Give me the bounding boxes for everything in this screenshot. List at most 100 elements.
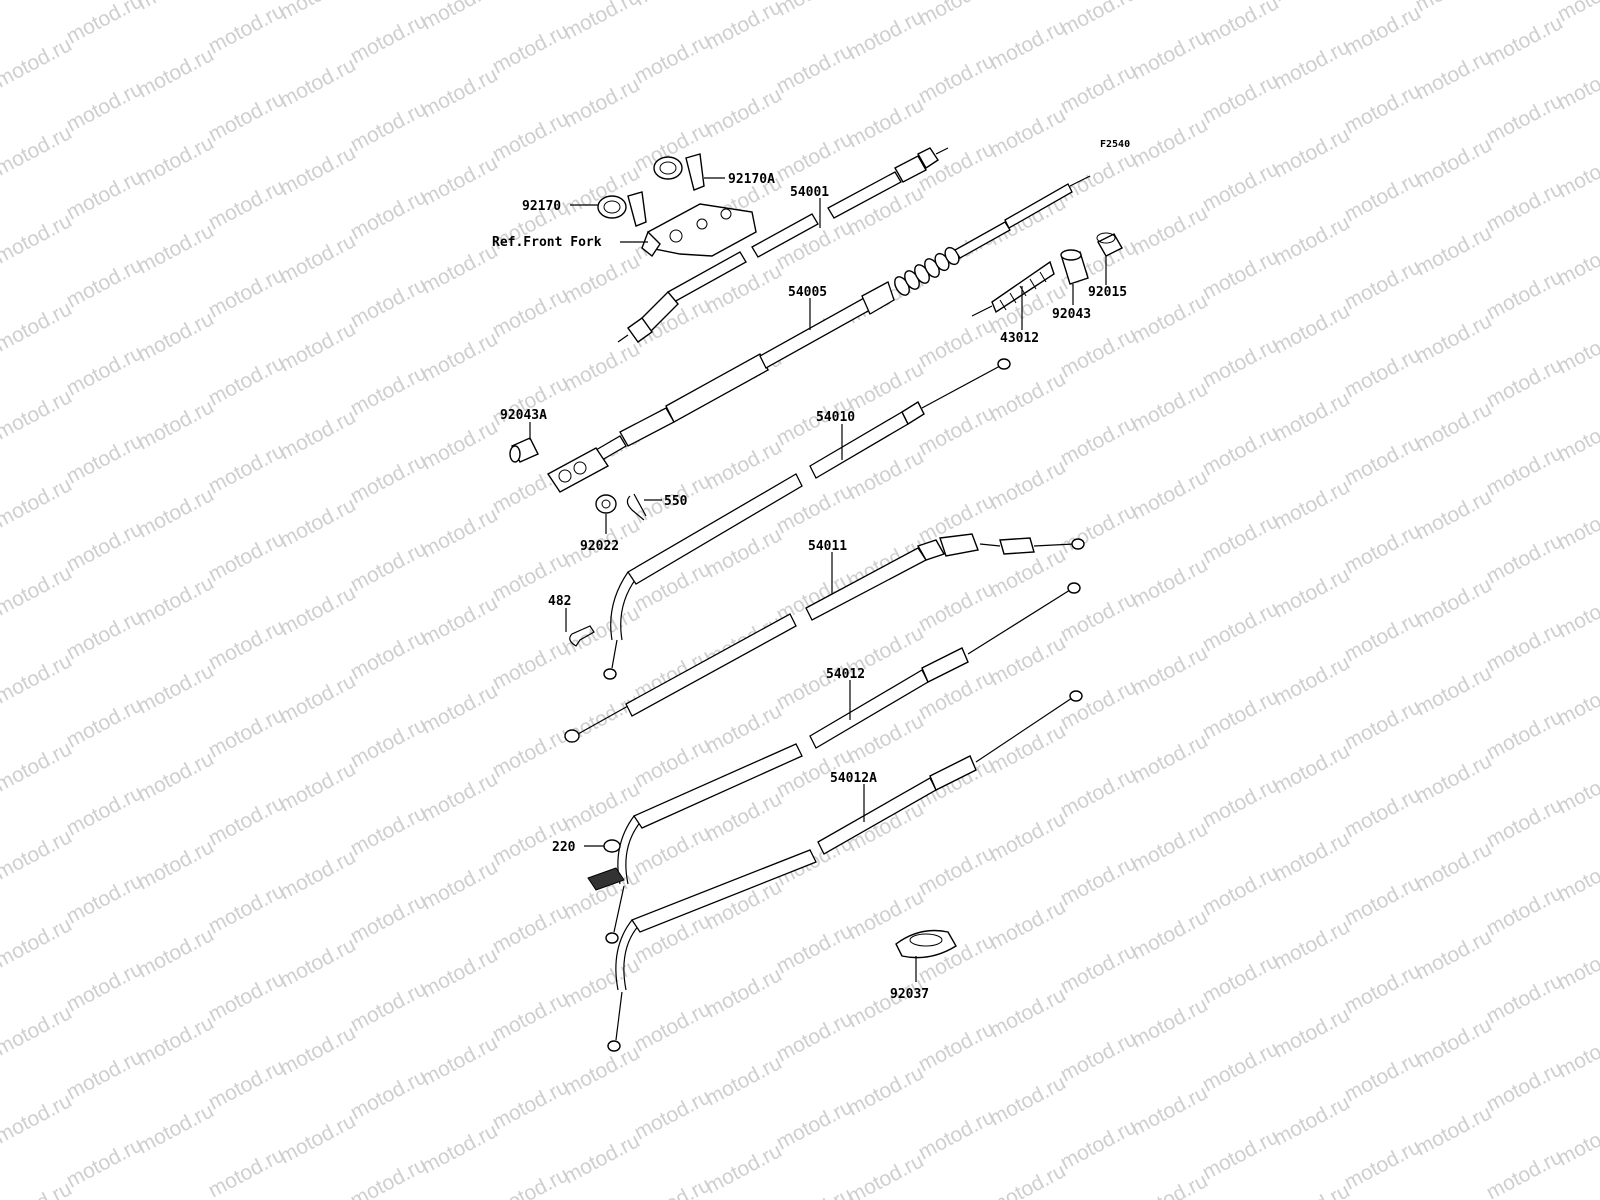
part-54010-cable[interactable] <box>603 358 1011 680</box>
watermark-text: motod.ru <box>205 1055 289 1114</box>
watermark-text: motod.ru <box>915 1017 999 1076</box>
watermark-text: motod.ru <box>1483 529 1567 588</box>
watermark-text: motod.ru <box>1057 147 1141 206</box>
watermark-text: motod.ru <box>63 693 147 752</box>
watermark-text: motod.ru <box>63 165 147 224</box>
watermark-text: motod.ru <box>134 131 218 190</box>
watermark-text: motod.ru <box>1128 377 1212 436</box>
watermark-text: motod.ru <box>276 581 360 640</box>
watermark-text: motod.ru <box>63 0 147 48</box>
watermark-text: motod.ru <box>1128 641 1212 700</box>
watermark-text: motod.ru <box>418 679 502 738</box>
part-92037-grommet[interactable] <box>895 929 957 959</box>
watermark-text: motod.ru <box>1199 421 1283 480</box>
part-92022-washer[interactable] <box>595 494 617 514</box>
label-43012: 43012 <box>1000 331 1039 346</box>
watermark-text: motod.ru <box>1341 1 1425 60</box>
watermark-text: motod.ru <box>1483 89 1567 148</box>
watermark-text: motod.ru <box>702 963 786 1022</box>
watermark-text: motod.ru <box>276 53 360 112</box>
watermark-text: motod.ru <box>1199 597 1283 656</box>
watermark-text: motod.ru <box>1128 1081 1212 1140</box>
part-54005-cable[interactable] <box>546 175 1091 493</box>
watermark-text: motod.ru <box>1341 695 1425 754</box>
watermark-text: motod.ru <box>1199 773 1283 832</box>
watermark-text: motod.ru <box>418 1119 502 1178</box>
watermark-text: motod.ru <box>560 953 644 1012</box>
watermark-text: motod.ru <box>773 1095 857 1154</box>
label-92043A: 92043A <box>500 408 547 423</box>
watermark-text: motod.ru <box>134 43 218 102</box>
watermark-text: motod.ru <box>63 341 147 400</box>
watermark-text: motod.ru <box>134 219 218 278</box>
part-92170A-holder[interactable] <box>653 153 705 191</box>
part-54011-cable[interactable] <box>564 533 1085 743</box>
watermark-text: motod.ru <box>347 625 431 684</box>
watermark-text: motod.ru <box>205 615 289 674</box>
watermark-text: motod.ru <box>1057 411 1141 470</box>
watermark-text: motod.ru <box>276 933 360 992</box>
watermark-text: motod.ru <box>773 127 857 186</box>
watermark-text: motod.ru <box>1341 959 1425 1018</box>
watermark-text: motod.ru <box>489 107 573 166</box>
watermark-text: motod.ru <box>489 1163 573 1200</box>
part-92170-holder[interactable] <box>597 191 647 227</box>
watermark-text: motod.ru <box>844 93 928 152</box>
watermark-text: motod.ru <box>0 825 76 884</box>
watermark-text: motod.ru <box>0 0 76 4</box>
watermark-text: motod.ru <box>276 0 360 24</box>
watermark-text: motod.ru <box>0 1177 76 1200</box>
part-550-cotter-pin[interactable] <box>626 493 647 521</box>
watermark-text: motod.ru <box>0 121 76 180</box>
watermark-text: motod.ru <box>205 351 289 410</box>
part-92043A-pin[interactable] <box>509 437 539 463</box>
watermark-text: motod.ru <box>986 103 1070 162</box>
diagram-code: F2540 <box>1100 139 1130 150</box>
watermark-text: motod.ru <box>986 367 1070 426</box>
part-482-clip[interactable] <box>569 625 595 647</box>
watermark-text: motod.ru <box>631 821 715 880</box>
watermark-text: motod.ru <box>134 307 218 366</box>
watermark-text: motod.ru <box>1341 167 1425 226</box>
watermark-text: motod.ru <box>1270 299 1354 358</box>
part-54001-speedometer-cable[interactable] <box>617 147 949 343</box>
watermark-text: motod.ru <box>702 435 786 494</box>
watermark-text: motod.ru <box>347 97 431 156</box>
watermark-text: motod.ru <box>418 151 502 210</box>
part-92015-nut[interactable] <box>1096 232 1123 257</box>
label-92037: 92037 <box>890 987 929 1002</box>
watermark-text: motod.ru <box>1270 35 1354 94</box>
watermark-text: motod.ru <box>1128 113 1212 172</box>
watermark-text: motod.ru <box>0 913 76 972</box>
watermark-text: motod.ru <box>560 0 644 44</box>
watermark-text: motod.ru <box>1128 729 1212 788</box>
watermark-text: motod.ru <box>276 669 360 728</box>
watermark-text: motod.ru <box>205 967 289 1026</box>
watermark-text: motod.ru <box>489 283 573 342</box>
watermark-text: motod.ru <box>631 1085 715 1144</box>
watermark-text: motod.ru <box>1483 1057 1567 1116</box>
part-43012-spring[interactable] <box>971 260 1055 317</box>
watermark-text: motod.ru <box>1057 323 1141 382</box>
watermark-text: motod.ru <box>0 737 76 796</box>
watermark-text: motod.ru <box>1341 1047 1425 1106</box>
fork-bracket[interactable] <box>641 203 757 258</box>
watermark-text: motod.ru <box>1057 851 1141 910</box>
watermark-text: motod.ru <box>134 483 218 542</box>
watermark-text: motod.ru <box>1270 651 1354 710</box>
watermark-text: motod.ru <box>418 1031 502 1090</box>
watermark-text: motod.ru <box>1341 255 1425 314</box>
watermark-text: motod.ru <box>1483 265 1567 324</box>
part-54012A-cable[interactable] <box>607 690 1083 1052</box>
watermark-text: motod.ru <box>1057 59 1141 118</box>
watermark-text: motod.ru <box>1270 0 1354 6</box>
watermark-text: motod.ru <box>63 781 147 840</box>
watermark-text: motod.ru <box>489 1075 573 1134</box>
watermark-text: motod.ru <box>1341 607 1425 666</box>
watermark-text: motod.ru <box>1270 1091 1354 1150</box>
watermark-text: motod.ru <box>1128 993 1212 1052</box>
watermark-text: motod.ru <box>205 175 289 234</box>
part-92043-pin[interactable] <box>1060 249 1089 285</box>
watermark-text: motod.ru <box>631 997 715 1056</box>
